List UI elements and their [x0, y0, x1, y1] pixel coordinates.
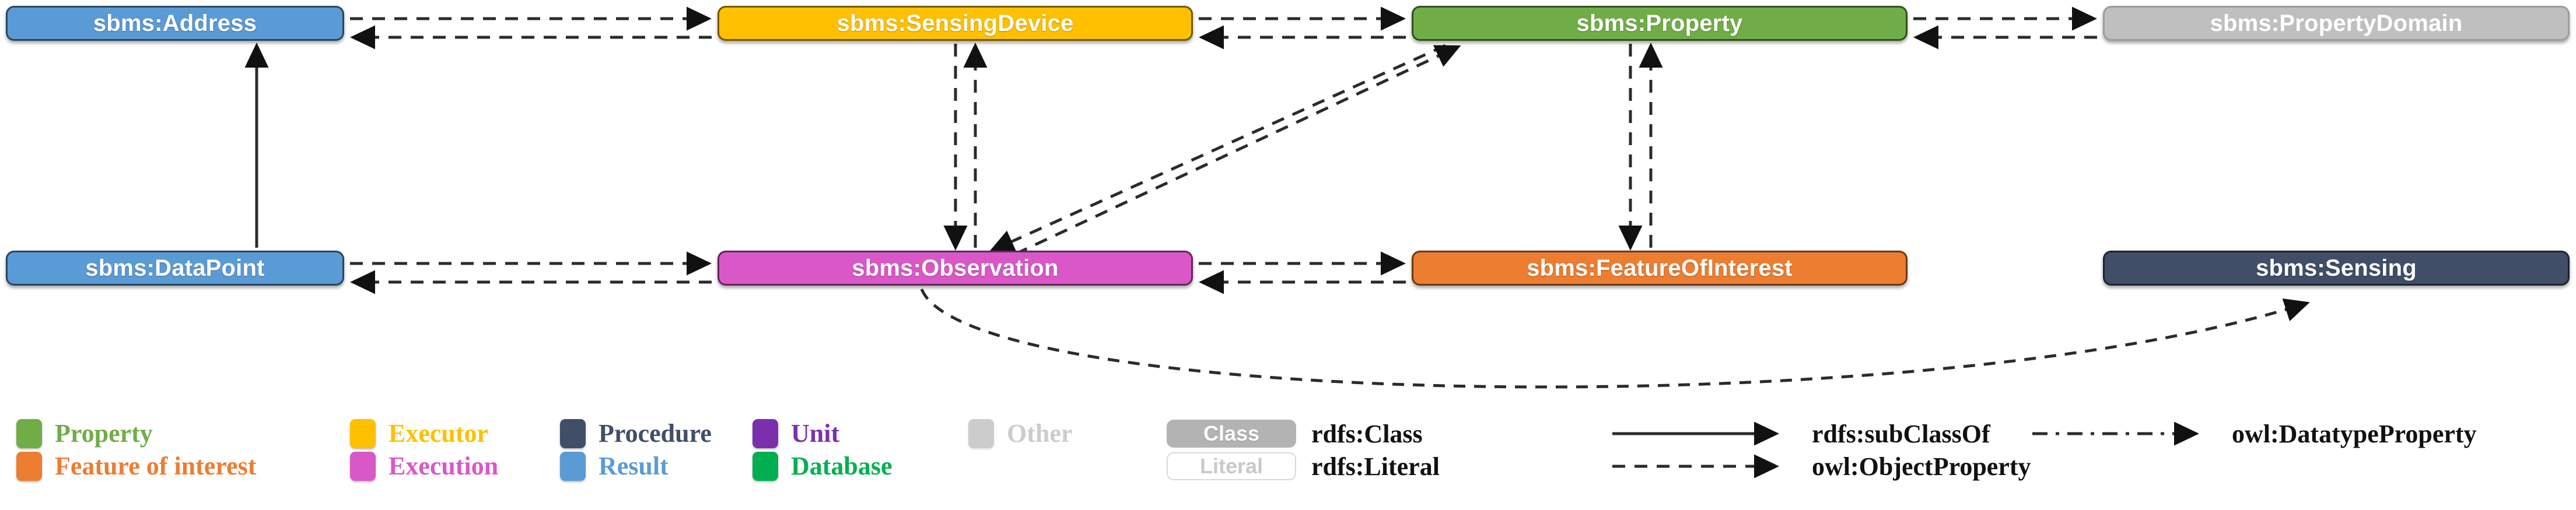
node-featureofinterest[interactable]: sbms:FeatureOfInterest — [1412, 251, 1908, 286]
node-address[interactable]: sbms:Address — [6, 6, 344, 41]
node-propertydomain[interactable]: sbms:PropertyDomain — [2103, 6, 2570, 41]
legend-swatch-database — [752, 452, 778, 481]
node-property[interactable]: sbms:Property — [1412, 6, 1908, 41]
edge-property-to-observation — [989, 44, 1447, 253]
legend-item-unit: Unit — [752, 417, 892, 450]
legend-item-subclassof: rdfs:subClassOf — [1610, 417, 2031, 450]
legend-label-rdfs-literal: rdfs:Literal — [1311, 452, 1440, 481]
legend-label-database: Database — [791, 452, 892, 480]
legend-label-property: Property — [55, 419, 153, 448]
legend-item-database: Database — [752, 450, 892, 483]
legend-item-result: Result — [560, 450, 712, 483]
legend: Property Feature of interest Executor Ex… — [0, 417, 2576, 510]
legend-item-rdfs-literal: Literal rdfs:Literal — [1167, 450, 1440, 483]
legend-label-feature-of-interest: Feature of interest — [55, 452, 257, 480]
legend-swatch-procedure — [560, 419, 586, 448]
legend-chip-literal: Literal — [1167, 452, 1296, 480]
legend-item-execution: Execution — [350, 450, 498, 483]
legend-line-dashdot-icon — [2032, 422, 2200, 445]
legend-item-feature-of-interest: Feature of interest — [16, 450, 256, 483]
legend-swatch-feature-of-interest — [16, 452, 42, 481]
legend-item-procedure: Procedure — [560, 417, 712, 450]
node-observation[interactable]: sbms:Observation — [718, 251, 1193, 286]
legend-label-unit: Unit — [791, 419, 840, 448]
legend-item-objectproperty: owl:ObjectProperty — [1610, 450, 2031, 483]
legend-line-dashed-icon — [1612, 455, 1780, 478]
legend-label-result: Result — [598, 452, 668, 480]
node-sensing[interactable]: sbms:Sensing — [2103, 251, 2570, 286]
legend-label-datatypeproperty: owl:DatatypeProperty — [2232, 419, 2477, 448]
legend-swatch-property — [16, 419, 42, 448]
node-sensingdevice[interactable]: sbms:SensingDevice — [718, 6, 1193, 41]
legend-item-other: Other — [968, 417, 1072, 450]
legend-label-execution: Execution — [388, 452, 499, 480]
legend-swatch-other — [968, 419, 994, 448]
legend-chip-class: Class — [1167, 420, 1296, 448]
edge-observation-to-sensing — [920, 289, 2310, 389]
legend-swatch-unit — [752, 419, 778, 448]
edge-observation-to-property — [994, 45, 1461, 265]
legend-line-solid-icon — [1612, 422, 1780, 445]
legend-item-rdfs-class: Class rdfs:Class — [1167, 417, 1440, 450]
legend-label-rdfs-class: rdfs:Class — [1311, 419, 1423, 448]
legend-label-executor: Executor — [388, 419, 489, 448]
legend-item-property: Property — [16, 417, 256, 450]
legend-swatch-result — [560, 452, 586, 481]
legend-label-objectproperty: owl:ObjectProperty — [1812, 452, 2031, 481]
legend-swatch-executor — [350, 419, 376, 448]
legend-label-subclassof: rdfs:subClassOf — [1812, 419, 1990, 448]
legend-item-datatypeproperty: owl:DatatypeProperty — [2030, 417, 2477, 450]
legend-label-procedure: Procedure — [598, 419, 712, 448]
legend-swatch-execution — [350, 452, 376, 481]
legend-label-other: Other — [1007, 419, 1073, 448]
node-datapoint[interactable]: sbms:DataPoint — [6, 251, 344, 286]
legend-item-executor: Executor — [350, 417, 498, 450]
